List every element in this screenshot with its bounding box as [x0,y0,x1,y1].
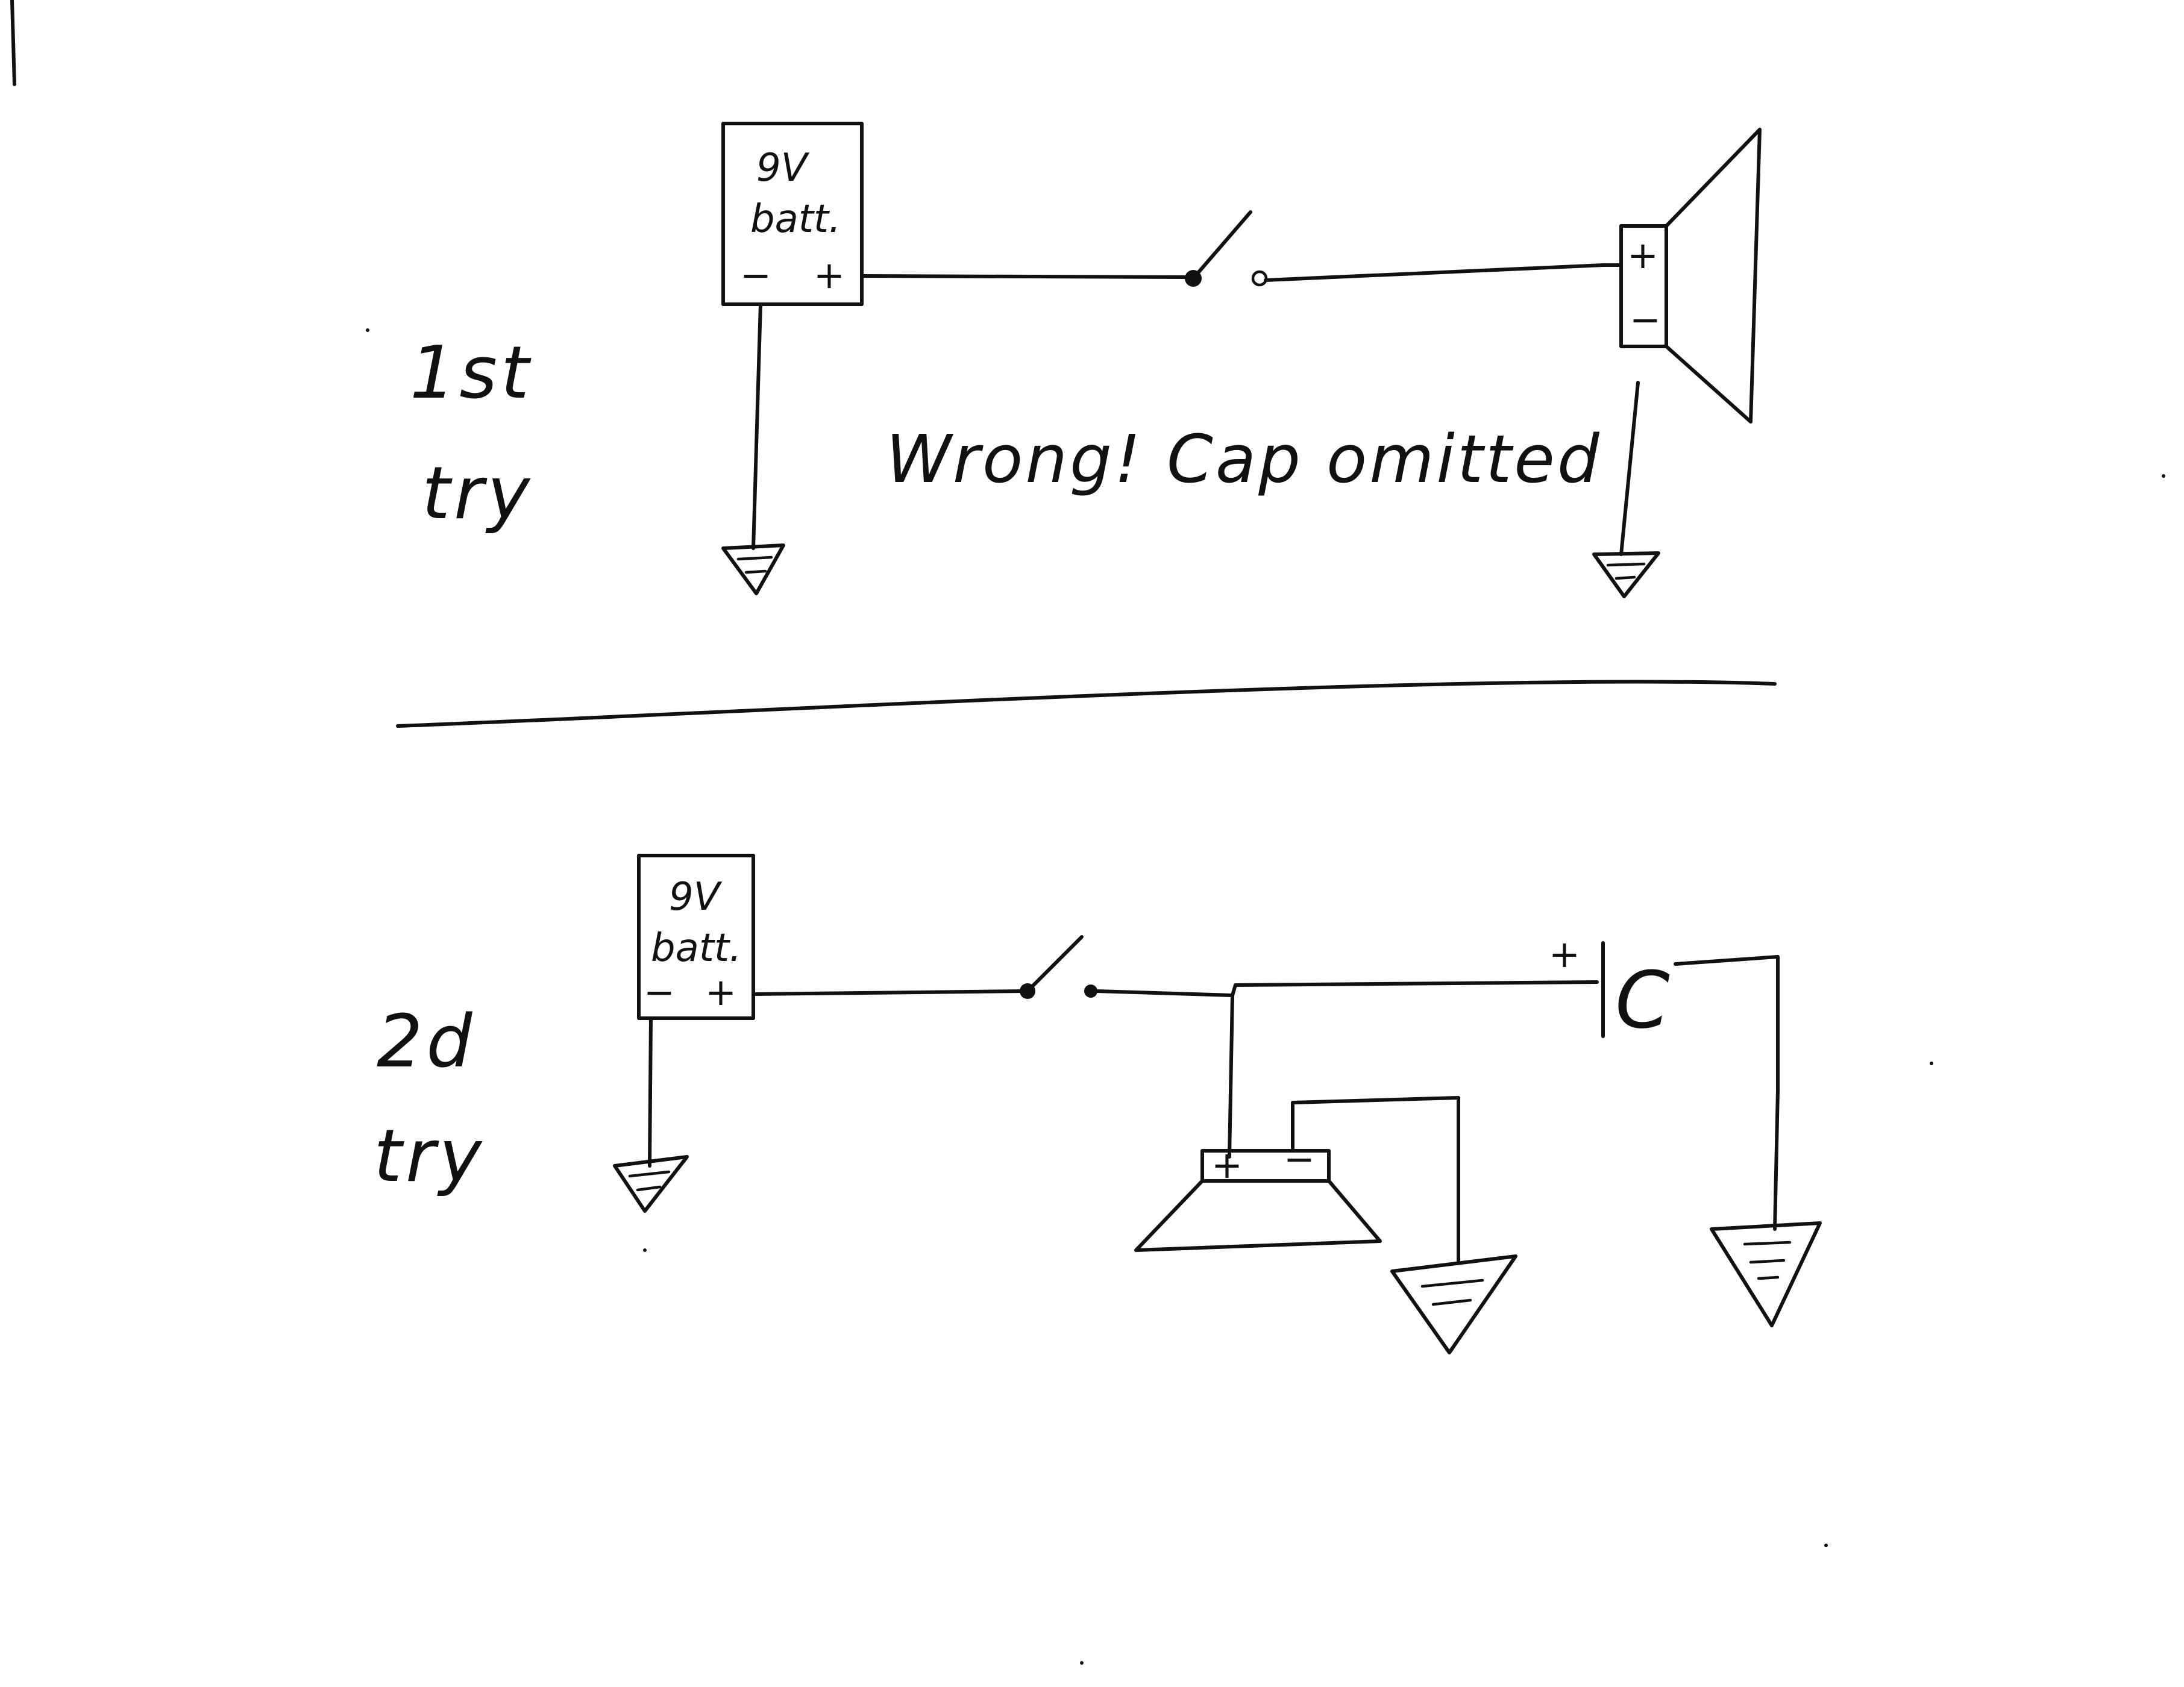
wire-battery-to-switch [752,989,1026,996]
section-divider [396,680,1777,728]
battery-label-line1: 9V [669,875,723,919]
capacitor-label: C [1615,954,1670,1046]
speaker-symbol: + − [1134,1137,1382,1252]
battery-symbol: 9V batt. − + [721,122,864,306]
wire-switch-to-speaker [1264,263,1623,282]
ground-triangle [1710,1221,1822,1327]
ground-symbol [1710,1221,1822,1327]
speaker-plus-terminal: + [1211,1143,1243,1187]
ground-hatch [1606,562,1646,580]
first-try-label-line1: 1st [410,331,533,415]
error-note: Wrong! Cap omitted [886,421,1602,498]
wire-capacitor-to-ground [1674,955,1780,1231]
switch-contact-right [1251,270,1268,287]
ground-hatch [736,556,773,574]
ground-symbol [1390,1254,1517,1354]
speaker-plus-terminal: + [1627,233,1658,277]
wire-junction-to-speaker [1228,994,1234,1159]
wire-speaker-to-ground [1619,381,1640,556]
ground-triangle [1592,551,1660,598]
scan-specks [366,328,2165,1665]
switch-lever [1026,935,1084,993]
capacitor-symbol: + C [1549,932,1670,1046]
battery-minus-terminal: − [740,253,771,297]
second-try-label-line2: try [374,1115,485,1198]
speaker-symbol: + − [1619,128,1762,424]
speaker-minus-terminal: − [1630,298,1661,342]
first-try-label-line2: try [422,452,533,536]
battery-box [637,854,755,1020]
page-edge-mark [10,0,16,86]
battery-label-line2: batt. [651,926,741,971]
wire-battery-to-switch [860,274,1192,279]
capacitor-plus-terminal: + [1549,932,1580,976]
second-try-circuit: 2d try 9V batt. − + + C [374,854,1822,1354]
speaker-magnet-box [1619,224,1668,348]
battery-box [721,122,864,306]
battery-minus-terminal: − [644,970,675,1014]
first-try-circuit: 1st try 9V batt. − + + − [410,122,1762,598]
wire-speaker-to-ground [1291,1096,1460,1264]
ground-hatch [1420,1279,1484,1306]
battery-plus-terminal: + [814,253,845,297]
wire-junction-to-capacitor [1231,980,1599,997]
second-try-label-line1: 2d [377,1000,476,1084]
wire-battery-to-ground [752,302,762,550]
speaker-minus-terminal: − [1284,1137,1315,1181]
ground-hatch [628,1170,671,1192]
wire-battery-to-ground [648,1016,653,1168]
ground-triangle [721,543,785,595]
speaker-magnet-box [1200,1149,1331,1183]
ground-symbol [613,1155,689,1213]
ground-symbol [1592,551,1660,598]
wire-switch-to-junction [1095,989,1234,997]
ground-symbol [721,543,785,595]
switch-contact-right [1084,984,1097,998]
switch-symbol [1020,935,1097,999]
battery-label-line2: batt. [750,197,841,242]
speaker-cone [1134,1179,1382,1252]
battery-plus-terminal: + [705,970,736,1014]
switch-lever [1191,210,1252,280]
ground-triangle [1390,1254,1517,1354]
battery-label-line1: 9V [756,146,810,190]
battery-symbol: 9V batt. − + [637,854,755,1020]
ground-triangle [613,1155,689,1213]
ground-hatch [1743,1241,1792,1280]
speaker-cone [1665,128,1762,424]
switch-symbol [1185,210,1268,287]
